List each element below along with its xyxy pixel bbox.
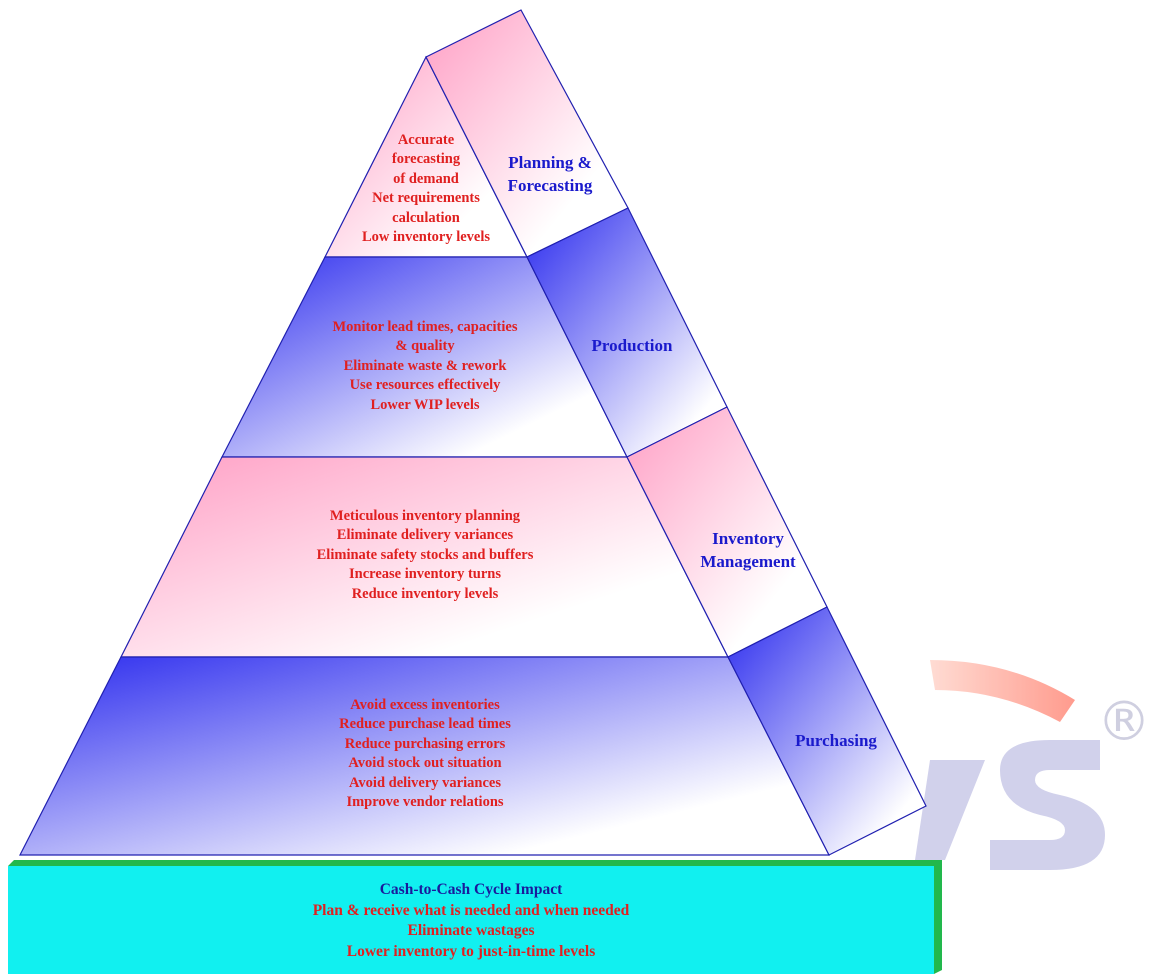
bullet: Increase inventory turns [349, 566, 501, 583]
bullet: Improve vendor relations [346, 794, 504, 811]
bullet: Meticulous inventory planning [329, 508, 521, 524]
tier-production-bullets: Monitor lead times, capacities & quality… [262, 318, 588, 415]
tier-purchasing-bullets: Avoid excess inventories Reduce purchase… [272, 696, 578, 812]
bullet: forecasting [391, 151, 461, 168]
base-title: Cash-to-Cash Cycle Impact [379, 881, 563, 898]
base-box [8, 866, 934, 974]
bullet: Accurate [397, 132, 455, 148]
base-line: Plan & receive what is needed and when n… [312, 901, 630, 919]
bullet: calculation [392, 209, 460, 226]
bullet: & quality [395, 338, 455, 355]
registered-mark: ® [1097, 690, 1151, 753]
bullet: Avoid delivery variances [349, 774, 501, 791]
tier-purchasing-side [727, 606, 927, 856]
bullet: Monitor lead times, capacities [332, 319, 518, 335]
tier-production-name: Production [591, 336, 673, 355]
tier-inventory-bullets: Meticulous inventory planning Eliminate … [262, 507, 588, 604]
base-line: Lower inventory to just-in-time levels [346, 942, 596, 960]
bullet: Use resources effectively [349, 377, 501, 394]
bullet: of demand [393, 170, 459, 187]
tier-inventory-name: Inventory Management [700, 529, 796, 571]
bullet: Reduce inventory levels [351, 585, 499, 602]
base-line: Eliminate wastages [407, 922, 535, 939]
bullet: Net requirements [372, 190, 480, 207]
bullet: Lower WIP levels [370, 396, 480, 413]
base-text: Cash-to-Cash Cycle Impact Plan & receive… [8, 880, 934, 962]
tier-planning-name: Planning & Forecasting [507, 153, 593, 195]
bullet: Avoid stock out situation [348, 755, 502, 772]
tier-planning-bullets: Accurate forecasting of demand Net requi… [326, 131, 526, 247]
watermark-logo [915, 660, 1105, 870]
bullet: Low inventory levels [361, 229, 491, 246]
bullet: Eliminate delivery variances [336, 527, 514, 544]
tier-purchasing-name: Purchasing [795, 731, 877, 750]
bullet: Eliminate safety stocks and buffers [316, 546, 534, 563]
bullet: Reduce purchasing errors [344, 735, 506, 752]
bullet: Eliminate waste & rework [343, 357, 507, 374]
bullet: Avoid excess inventories [350, 697, 500, 713]
base-lines: Plan & receive what is needed and when n… [8, 901, 934, 963]
bullet: Reduce purchase lead times [339, 716, 511, 733]
